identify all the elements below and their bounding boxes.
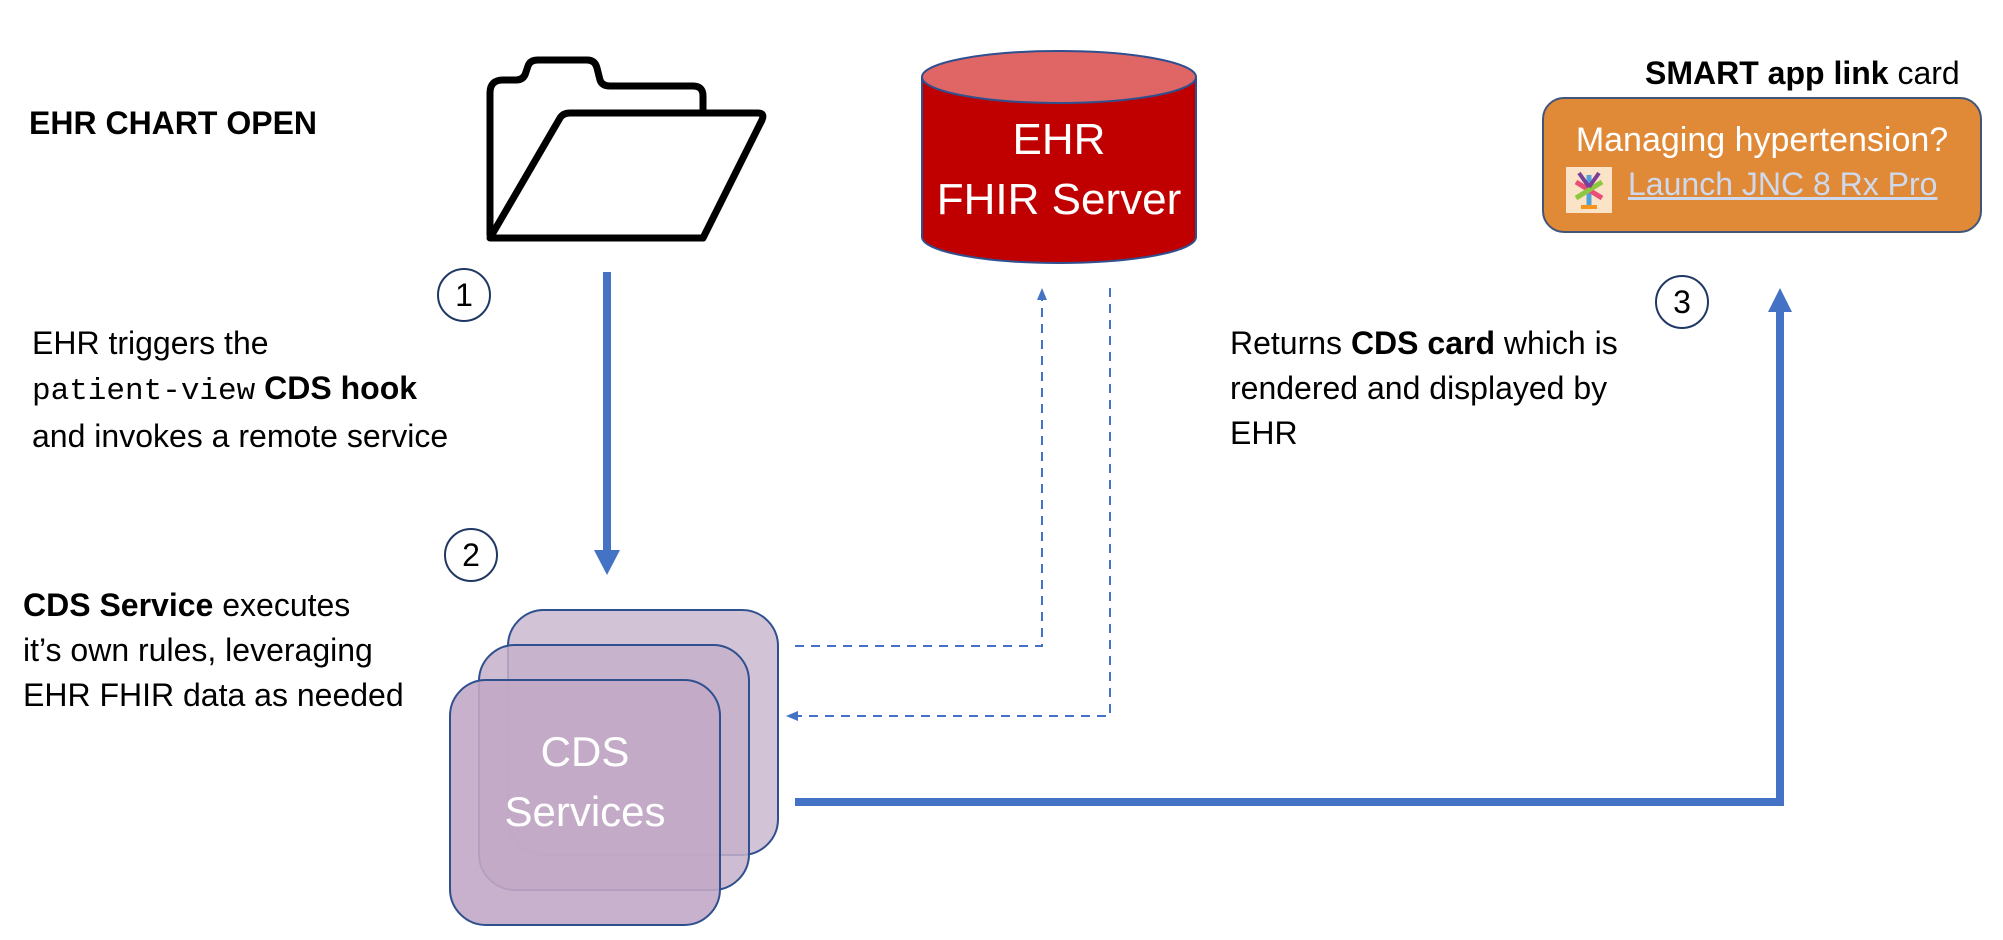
step-2-line2: it’s own rules, leveraging [23,632,373,668]
ehr-chart-open-label: EHR CHART OPEN [29,105,318,141]
step-3-post: which is [1503,325,1618,361]
ehr-server-line2: FHIR Server [936,175,1182,224]
step-1-badge: 1 [437,268,491,322]
step-3-line2: rendered and displayed by [1230,370,1608,406]
step-3-badge: 3 [1655,275,1709,329]
ehr-server-label: EHR FHIR Server [922,110,1196,230]
step-2-badge: 2 [444,528,498,582]
step-3-pre: Returns [1230,325,1343,361]
smart-card-heading-rest: card [1897,55,1960,91]
step-1-description: EHR triggers the patient-view CDS hook a… [32,321,448,459]
cds-services-line1: CDS [540,728,630,775]
step-3-line3: EHR [1230,415,1298,451]
smart-app-link-card: Managing hypertension? Launch JNC 8 Rx P… [1542,97,1982,233]
step-1-line3: and invokes a remote service [32,418,449,454]
step-3-description: Returns CDS card which is rendered and d… [1230,321,1618,456]
cds-services-label: CDS Services [485,722,685,842]
smart-card-heading: SMART app link card [1645,51,1960,96]
fhir-query-dashed-arrow [795,298,1043,647]
step-2-line1-rest: executes [222,587,351,623]
step-1-line2: patient-view CDS hook [32,366,448,414]
jnc8-app-logo-icon [1566,167,1612,213]
cds-card-bold: CDS card [1350,325,1495,361]
step-3-line1: Returns CDS card which is [1230,321,1618,366]
fhir-response-dashed-arrow [798,288,1111,717]
trigger-arrow [594,272,620,575]
launch-app-link[interactable]: Launch JNC 8 Rx Pro [1628,166,1938,202]
cds-service-bold: CDS Service [23,587,214,623]
smart-card-title: Managing hypertension? [1575,121,1949,159]
step-1-line1: EHR triggers the [32,325,269,361]
patient-view-code: patient-view [32,374,256,409]
smart-card-heading-bold: SMART app link [1645,55,1889,91]
ehr-server-line1: EHR [1012,115,1106,164]
folder-icon [486,56,767,242]
cds-services-line2: Services [504,788,666,835]
step-2-line3: EHR FHIR data as needed [23,677,404,713]
card-return-arrow [795,288,1792,806]
step-2-line1: CDS Service executes [23,583,404,628]
fhir-response-arrowhead [786,711,798,721]
cds-services-stack [449,609,779,926]
cds-hook-bold: CDS hook [264,370,418,406]
fhir-query-arrowhead [1037,288,1047,300]
ehr-fhir-server-database [921,50,1197,264]
step-2-description: CDS Service executes it’s own rules, lev… [23,583,404,718]
